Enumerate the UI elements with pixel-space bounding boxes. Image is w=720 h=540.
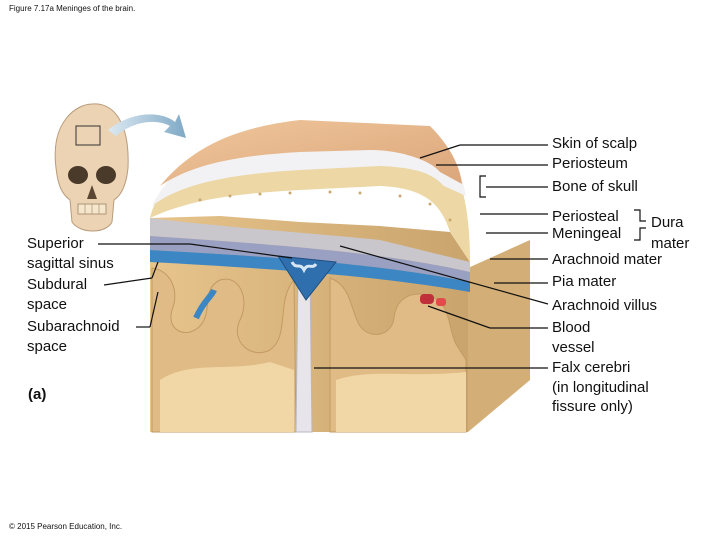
- label-bone-of-skull: Bone of skull: [552, 178, 638, 195]
- zoom-arrow: [108, 114, 186, 138]
- figure-caption: Figure 7.17a Meninges of the brain.: [9, 4, 136, 13]
- label-subarachnoid-space: Subarachnoid space: [27, 318, 120, 355]
- label-meningeal: Meningeal: [552, 225, 622, 242]
- sagittal-sinus: [277, 255, 337, 301]
- label-periosteal: Periosteal: [552, 208, 619, 225]
- label-blood-vessel: Blood vessel: [552, 319, 595, 356]
- skull-illustration: [54, 103, 129, 232]
- dura-layer: [150, 218, 470, 272]
- detail-box: [75, 125, 101, 146]
- copyright-notice: © 2015 Pearson Education, Inc.: [9, 522, 123, 531]
- blood-vessel-mark: [420, 294, 434, 304]
- label-arachnoid-mater: Arachnoid mater: [552, 251, 663, 268]
- panel-label: (a): [28, 386, 47, 403]
- label-superior-sagittal-sinus: Superior sagittal sinus: [27, 235, 114, 272]
- label-falx-cerebri: Falx cerebri (in longitudinal fissure on…: [552, 359, 649, 415]
- label-subdural-space: Subdural space: [27, 276, 88, 313]
- label-arachnoid-villus: Arachnoid villus: [552, 297, 658, 314]
- label-pia-mater: Pia mater: [552, 273, 617, 290]
- label-periosteum: Periosteum: [552, 155, 628, 172]
- label-mater: mater: [651, 235, 690, 252]
- scalp-layer: [160, 120, 462, 186]
- label-skin-of-scalp: Skin of scalp: [552, 135, 638, 152]
- label-dura: Dura: [651, 214, 684, 231]
